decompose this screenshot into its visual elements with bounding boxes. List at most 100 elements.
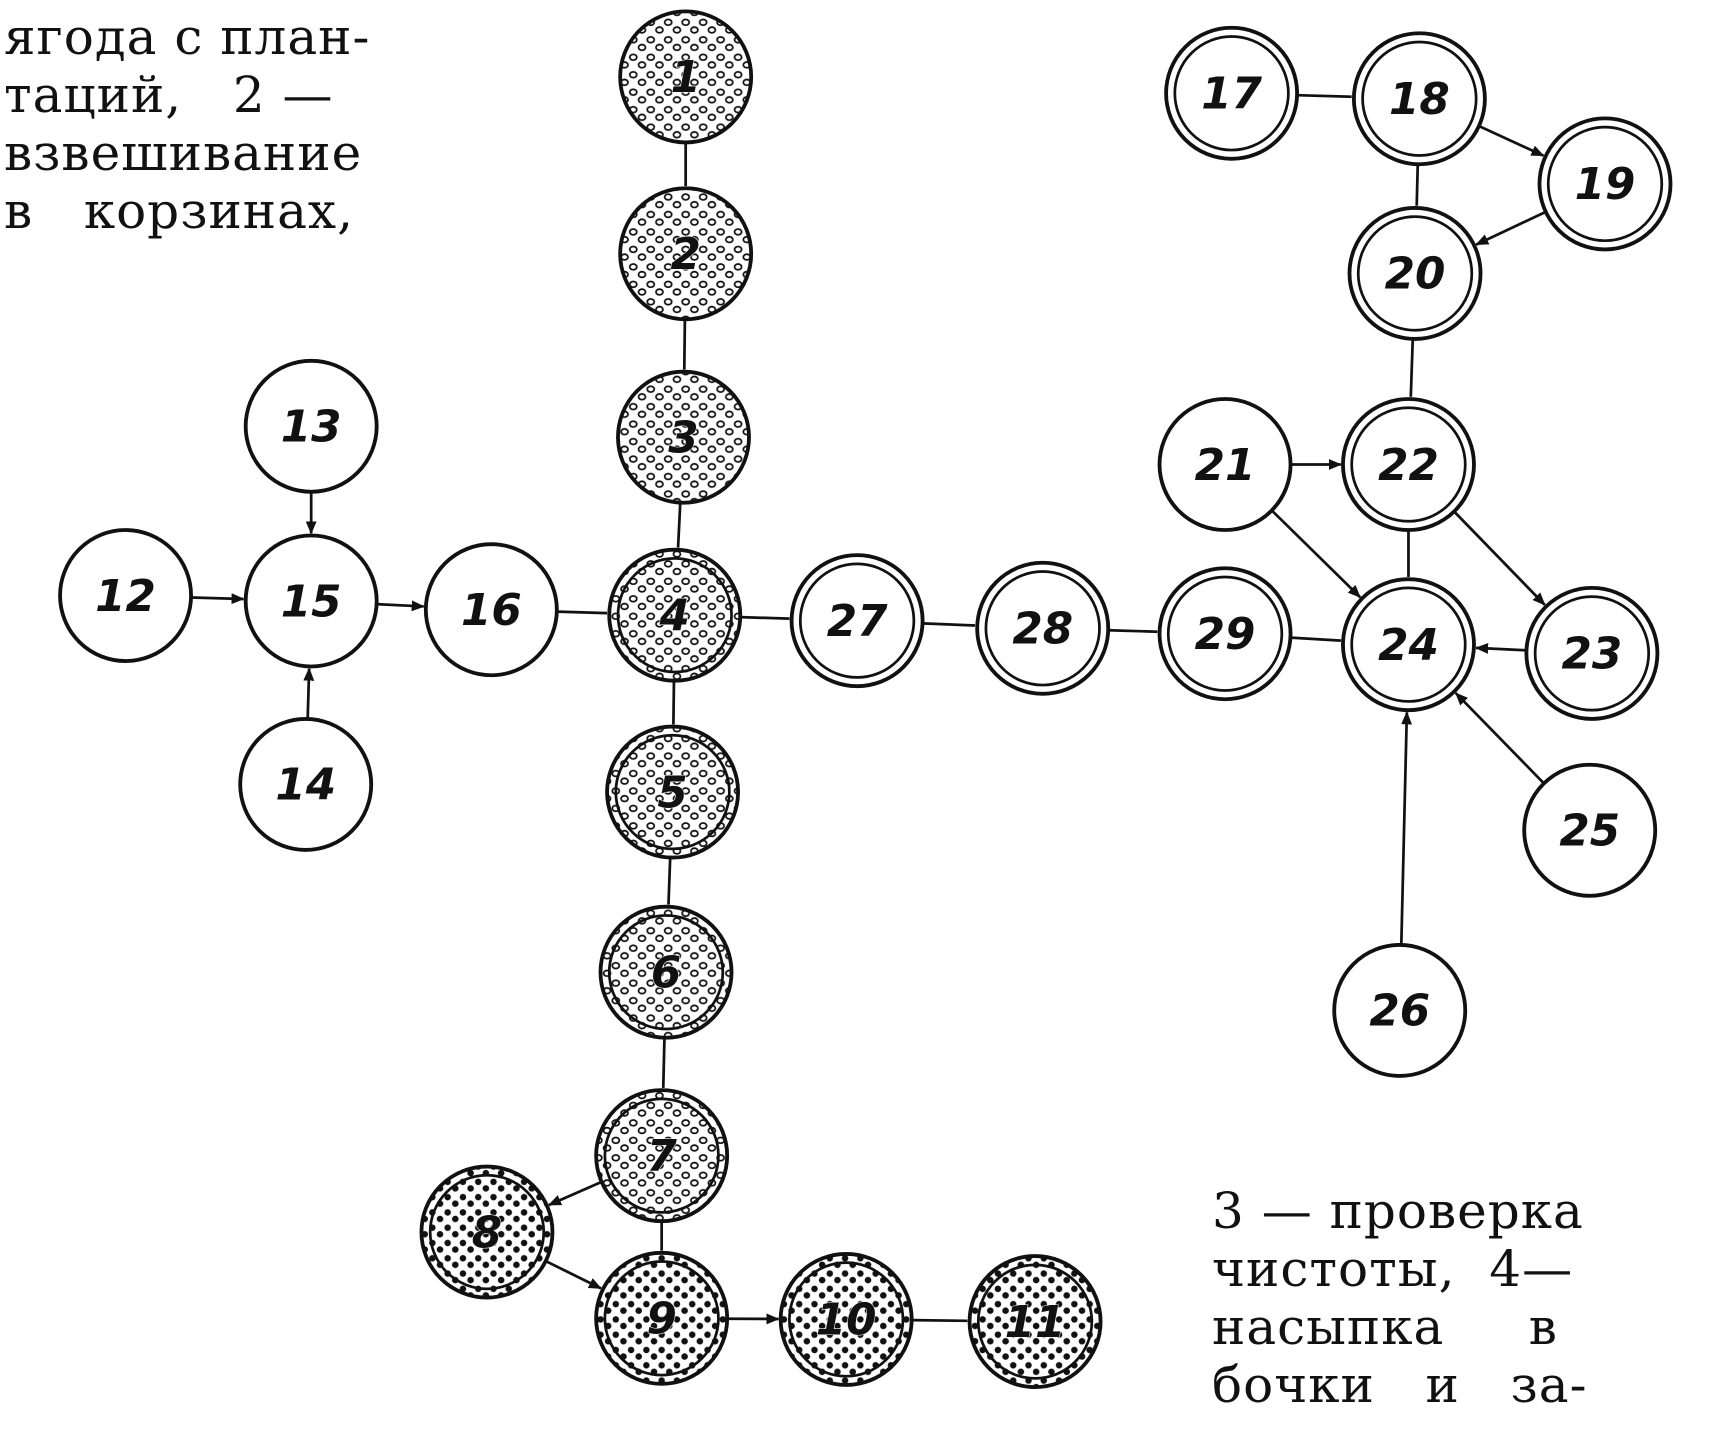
node-label: 9 [646,1294,676,1345]
edge-27-28 [922,621,976,627]
edge-4-27 [740,615,790,620]
caption-line: чистоты, 4— [1212,1240,1574,1298]
node-label: 18 [1389,74,1450,125]
node-22: 22 [1341,397,1476,532]
arrow-edge-21-24 [1270,509,1362,599]
node-circle [778,1251,914,1387]
node-circle [238,716,374,852]
arrow-edge-22-23 [1453,510,1546,606]
node-circle [423,542,559,678]
edge-4-5 [672,680,676,725]
node-circle [616,369,751,505]
node-6: 6 [598,904,734,1040]
node-circle [1351,31,1487,167]
node-label: 17 [1201,69,1262,120]
node-27: 27 [789,553,925,689]
node-inner-ring [428,1173,546,1291]
edge-20-22 [1409,338,1415,397]
arrow-edge-14-15 [303,667,315,719]
node-circle [419,1164,555,1300]
arrow-edge-15-16 [376,600,425,612]
node-label: 27 [827,596,888,647]
node-circle [1341,577,1476,713]
node-circle [789,553,925,689]
node-circle [607,547,743,683]
node-inner-ring [1350,586,1467,703]
node-label: 16 [461,585,522,636]
node-label: 15 [281,576,342,627]
node-label: 11 [1005,1297,1066,1348]
node-label: 25 [1559,806,1620,857]
edge-28-29 [1108,628,1158,634]
node-inner-ring [1173,35,1290,152]
node-inner-ring [1546,125,1664,243]
node-label: 28 [1012,604,1073,655]
caption-bottom-right: 3 — проверка чистоты, 4— насыпка в бочки… [1212,1182,1588,1414]
node-label: 19 [1575,159,1636,210]
node-label: 23 [1562,629,1623,680]
node-circle [594,1250,730,1386]
node-inner-ring [798,562,916,679]
node-5: 5 [605,724,740,860]
node-circle [1522,762,1658,898]
node-circle [605,724,740,860]
edge-2-3 [682,319,687,370]
node-label: 3 [668,412,698,463]
node-inner-ring [603,1097,720,1214]
caption-line: 3 — проверка [1212,1182,1584,1240]
node-1: 1 [618,9,754,145]
node-9: 9 [594,1250,730,1386]
node-11: 11 [967,1254,1103,1390]
node-inner-ring [1356,215,1474,332]
arrow-edge-7-8 [547,1180,603,1207]
node-circle [1164,25,1300,161]
node-25: 25 [1522,762,1658,898]
arrow-edge-26-24 [1399,711,1413,945]
node-circle [1347,206,1483,341]
node-23: 23 [1524,585,1660,721]
node-12: 12 [58,528,193,663]
node-17: 17 [1164,25,1300,161]
node-circle [243,533,379,669]
caption-line: взвешивание [4,124,363,182]
arrow-edge-23-24 [1474,643,1527,654]
node-inner-ring [603,1260,720,1377]
node-inner-ring [1533,595,1651,712]
node-circle [1332,943,1468,1078]
node-label: 20 [1385,249,1446,300]
node-label: 5 [657,767,687,818]
node-18: 18 [1351,31,1487,167]
edge-3-4 [676,502,682,548]
node-circle [618,186,754,322]
node-circle [1524,585,1660,721]
node-inner-ring [1361,40,1478,157]
caption-top-left: ягода с план- таций, 2 — взвешивание в к… [4,8,370,240]
node-13: 13 [243,358,379,494]
node-label: 21 [1195,440,1256,491]
caption-line: таций, 2 — [4,66,334,124]
node-19: 19 [1537,116,1673,252]
node-circle [1157,566,1293,702]
node-circle [58,528,193,663]
node-inner-ring [1350,406,1467,523]
node-label: 24 [1378,620,1439,671]
node-inner-ring [616,557,733,674]
node-26: 26 [1332,943,1468,1078]
node-24: 24 [1341,577,1476,713]
node-circle [1341,397,1476,532]
node-20: 20 [1347,206,1483,341]
node-label: 2 [670,229,700,280]
node-label: 13 [281,402,342,453]
arrow-edge-18-19 [1478,124,1545,157]
arrow-edge-12-15 [191,593,245,605]
node-label: 1 [670,52,700,103]
node-29: 29 [1157,566,1293,702]
node-inner-ring [976,1263,1094,1380]
node-label: 12 [95,571,156,622]
edge-29-24 [1290,636,1341,643]
node-label: 10 [816,1295,877,1346]
node-4: 4 [607,547,743,683]
edge-10-11 [911,1318,968,1323]
